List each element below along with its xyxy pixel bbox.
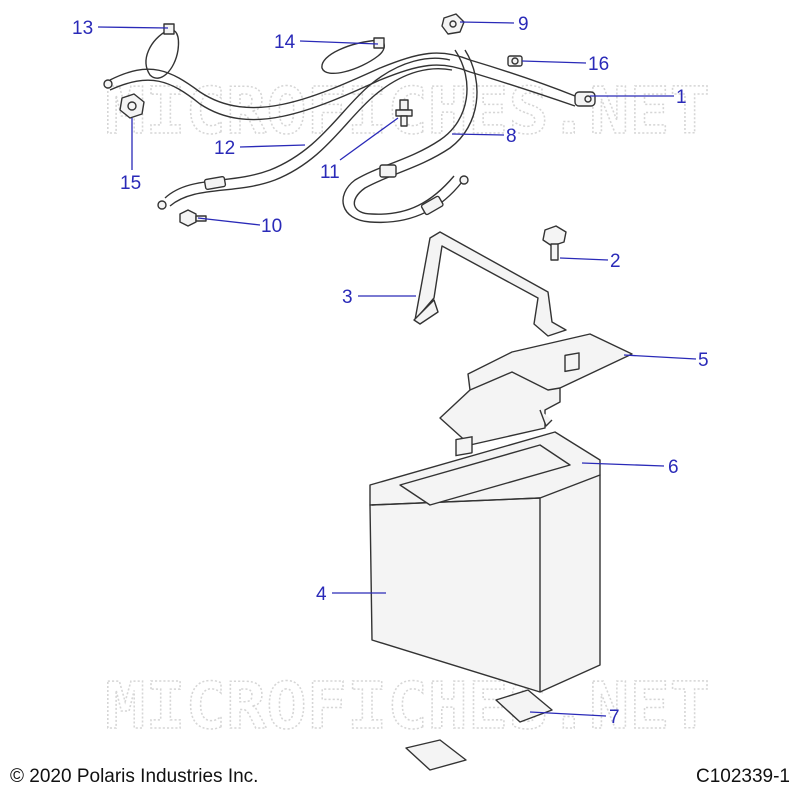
callout-6: 6 [668, 457, 679, 478]
hold-down-5 [439, 333, 633, 446]
copyright-text: © 2020 Polaris Industries Inc. [10, 766, 259, 787]
callout-12: 12 [214, 138, 235, 159]
leader-lines [97, 21, 697, 717]
bolt-2 [542, 225, 567, 261]
callout-3: 3 [342, 287, 353, 308]
callout-9: 9 [518, 14, 529, 35]
callout-4: 4 [316, 584, 327, 605]
bracket-3 [413, 231, 567, 337]
cable-12 [157, 57, 453, 210]
callout-1: 1 [676, 87, 687, 108]
cable-8 [342, 49, 478, 224]
strap-14 [321, 37, 385, 75]
nut-15 [119, 93, 145, 119]
callout-11: 11 [320, 162, 340, 183]
clip-16 [507, 55, 523, 67]
callout-8: 8 [506, 126, 517, 147]
strap-13 [145, 23, 180, 79]
callout-5: 5 [698, 350, 709, 371]
bolt-11 [395, 99, 413, 127]
battery-4 [369, 352, 601, 693]
pad-7 [495, 689, 553, 723]
watermark-bottom: MICROFICHES.NET [105, 670, 710, 744]
callout-14: 14 [274, 32, 296, 53]
callout-13: 13 [72, 18, 93, 39]
callout-15: 15 [120, 173, 141, 194]
callout-10: 10 [261, 216, 282, 237]
callout-16: 16 [588, 54, 609, 75]
pad-7b [405, 739, 467, 771]
callout-7: 7 [609, 707, 620, 728]
nut-9 [441, 13, 465, 35]
callout-2: 2 [610, 251, 621, 272]
figure-id: C102339-1 [695, 766, 790, 787]
main-harness-cable [103, 52, 596, 121]
